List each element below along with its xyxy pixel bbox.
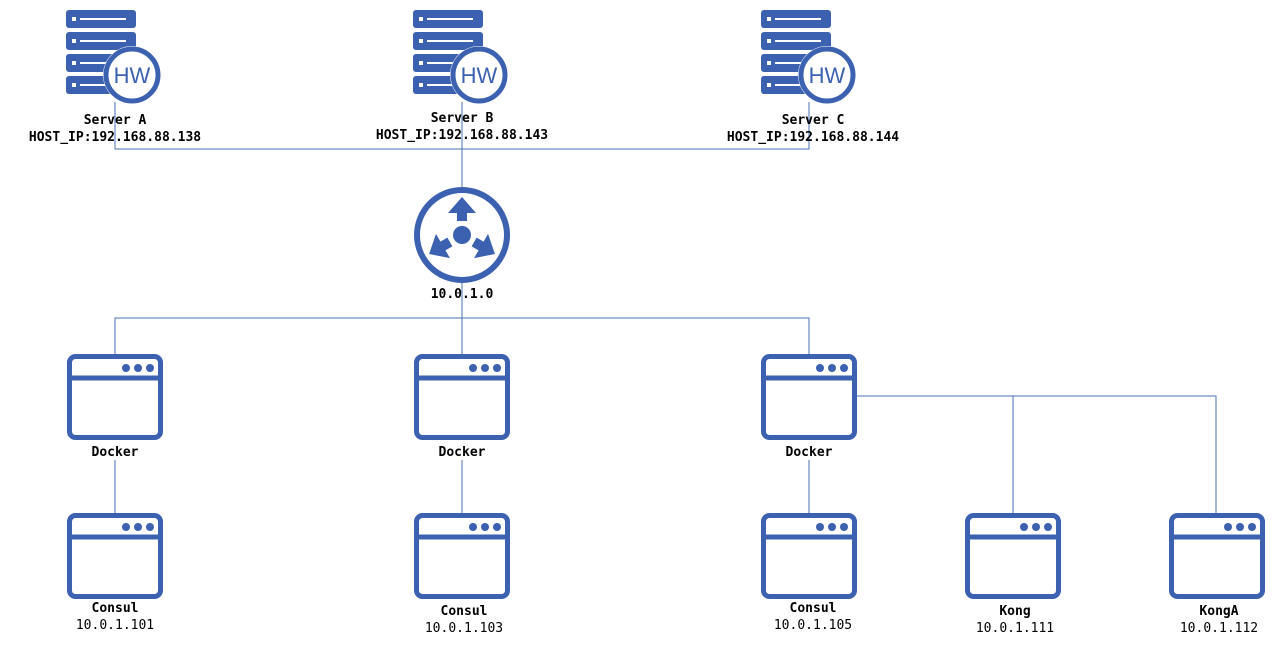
container-ip: 10.0.1.112 [1179, 621, 1259, 636]
consul-window-icon [417, 516, 508, 597]
container-ip: 10.0.1.101 [75, 618, 155, 633]
docker-label: Docker [91, 445, 139, 460]
konga-window-icon [1172, 516, 1263, 597]
container-ip: 10.0.1.111 [975, 621, 1055, 636]
kong-window-icon [968, 516, 1059, 597]
server-name: Server C [781, 113, 845, 128]
server-a: HW [66, 10, 161, 104]
server-b: HW [413, 10, 508, 104]
consul-label: Consul 10.0.1.103 [424, 604, 504, 636]
consul-window-icon [70, 516, 161, 597]
docker-window-icon [417, 357, 508, 438]
server-host-ip: HOST_IP:192.168.88.144 [726, 130, 900, 145]
server-b-label: Server B HOST_IP:192.168.88.143 [376, 110, 548, 144]
docker-window-icon [70, 357, 161, 438]
router-icon [414, 187, 510, 283]
server-c-label: Server C HOST_IP:192.168.88.144 [727, 112, 899, 146]
server-host-ip: HOST_IP:192.168.88.138 [28, 130, 202, 145]
docker-label: Docker [785, 445, 833, 460]
container-ip: 10.0.1.103 [424, 621, 504, 636]
server-name: Server A [83, 113, 147, 128]
kong-label: Kong 10.0.1.111 [975, 604, 1055, 636]
docker-label: Docker [438, 445, 486, 460]
hw-badge: HW [809, 63, 846, 88]
server-host-ip: HOST_IP:192.168.88.143 [375, 128, 549, 143]
server-a-label: Server A HOST_IP:192.168.88.138 [29, 112, 201, 146]
router-label: 10.0.1.0 [431, 286, 494, 303]
consul-window-icon [764, 516, 855, 597]
connection-lines [114, 102, 1217, 514]
server-hw-icon [66, 10, 161, 104]
konga-label: KongA 10.0.1.112 [1179, 604, 1259, 636]
hw-badge: HW [461, 63, 498, 88]
docker-window-icon [764, 357, 855, 438]
server-hw-icon [761, 10, 856, 104]
hw-badge: HW [114, 63, 151, 88]
server-hw-icon [413, 10, 508, 104]
consul-label: Consul 10.0.1.101 [75, 601, 155, 633]
container-ip: 10.0.1.105 [773, 618, 853, 633]
router-subnet: 10.0.1.0 [430, 287, 494, 302]
consul-label: Consul 10.0.1.105 [773, 601, 853, 633]
server-c: HW [761, 10, 856, 104]
server-name: Server B [430, 111, 494, 126]
